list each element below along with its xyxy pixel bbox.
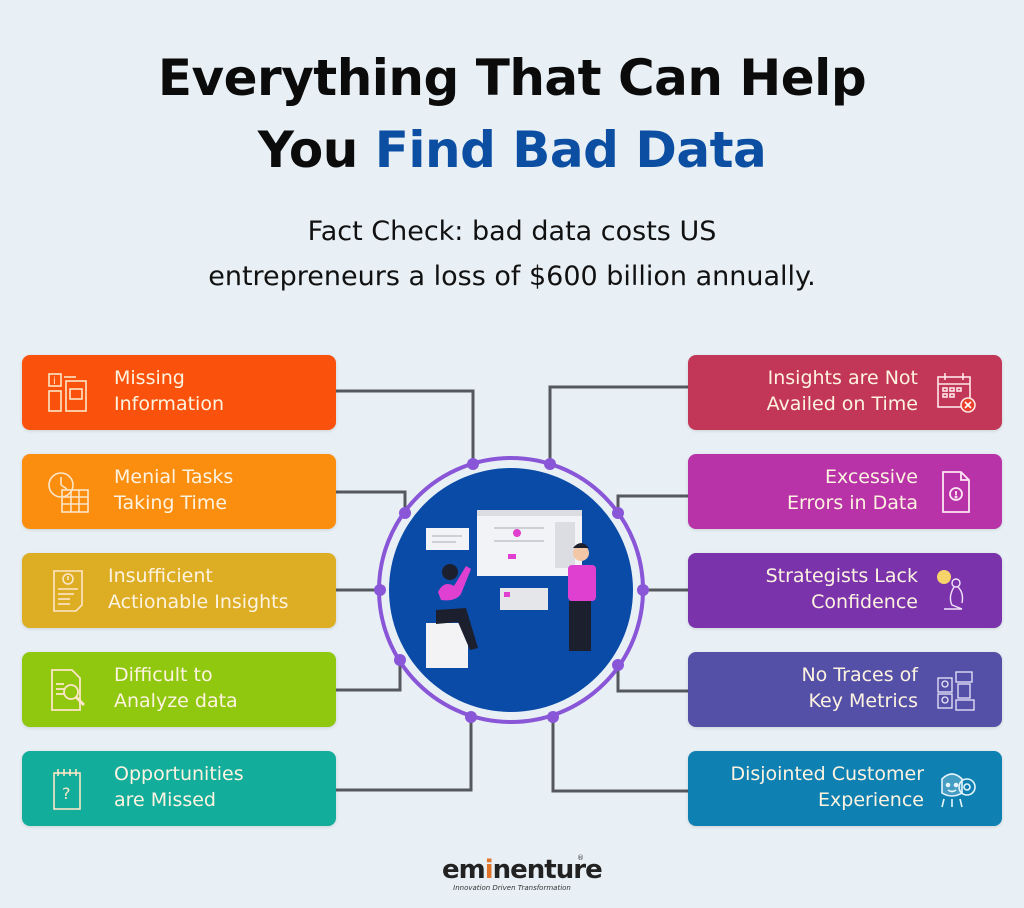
- subtitle-line2: entrepreneurs a loss of $600 billion ann…: [208, 261, 816, 292]
- card-label-line2: Confidence: [811, 591, 918, 613]
- card-label-line2: Availed on Time: [766, 393, 918, 415]
- card-label-line1: Difficult to: [114, 664, 213, 686]
- file-error-icon: [934, 470, 978, 514]
- robot-gear-icon: [934, 767, 978, 811]
- info-documents-icon: i: [46, 371, 90, 415]
- team-illustration-icon: [426, 510, 596, 668]
- calendar-overdue-icon: [934, 371, 978, 415]
- card-label-line1: Insights are Not: [767, 367, 918, 389]
- page-title-line1: Everything That Can Help: [157, 49, 867, 107]
- svg-text:?: ?: [62, 784, 71, 803]
- card-label-line1: Strategists Lack: [765, 565, 918, 587]
- document-magnifier-icon: [46, 668, 90, 712]
- clock-calendar-icon: [46, 470, 90, 514]
- card-no-traces-metrics: No Traces of Key Metrics: [688, 652, 1002, 727]
- card-label-line2: Analyze data: [114, 690, 238, 712]
- card-opportunities-missed: ? Opportunities are Missed: [22, 751, 336, 826]
- card-label-line1: Insufficient: [108, 565, 213, 587]
- alert-document-icon: [46, 569, 90, 613]
- svg-text:i: i: [53, 376, 56, 387]
- card-label-line2: Taking Time: [114, 492, 228, 514]
- page-title-line2: You Find Bad Data: [0, 120, 1024, 180]
- card-label-line2: Information: [114, 393, 224, 415]
- card-label-line2: Key Metrics: [808, 690, 918, 712]
- card-label-line1: Opportunities: [114, 763, 244, 785]
- card-label-line2: Actionable Insights: [108, 591, 289, 613]
- card-label-line2: Errors in Data: [787, 492, 918, 514]
- metrics-board-icon: [934, 668, 978, 712]
- subtitle-line1: Fact Check: bad data costs US: [307, 216, 717, 247]
- registered-mark: ®: [577, 854, 584, 862]
- card-label-line1: Menial Tasks: [114, 466, 234, 488]
- card-label-line2: are Missed: [114, 789, 216, 811]
- card-difficult-analyze: Difficult to Analyze data: [22, 652, 336, 727]
- card-label-line1: No Traces of: [801, 664, 918, 686]
- sad-person-icon: [934, 569, 978, 613]
- card-label-line1: Disjointed Customer: [730, 763, 924, 785]
- title-accent: Find Bad Data: [374, 121, 767, 179]
- title-plain: You: [257, 121, 375, 179]
- card-label-line2: Experience: [818, 789, 924, 811]
- card-label-line1: Excessive: [824, 466, 918, 488]
- logo-tagline: Innovation Driven Transformation: [453, 884, 571, 892]
- card-label-line1: Missing: [114, 367, 185, 389]
- question-notepad-icon: ?: [46, 767, 90, 811]
- eminenture-logo: eminenture ® Innovation Driven Transform…: [442, 854, 603, 892]
